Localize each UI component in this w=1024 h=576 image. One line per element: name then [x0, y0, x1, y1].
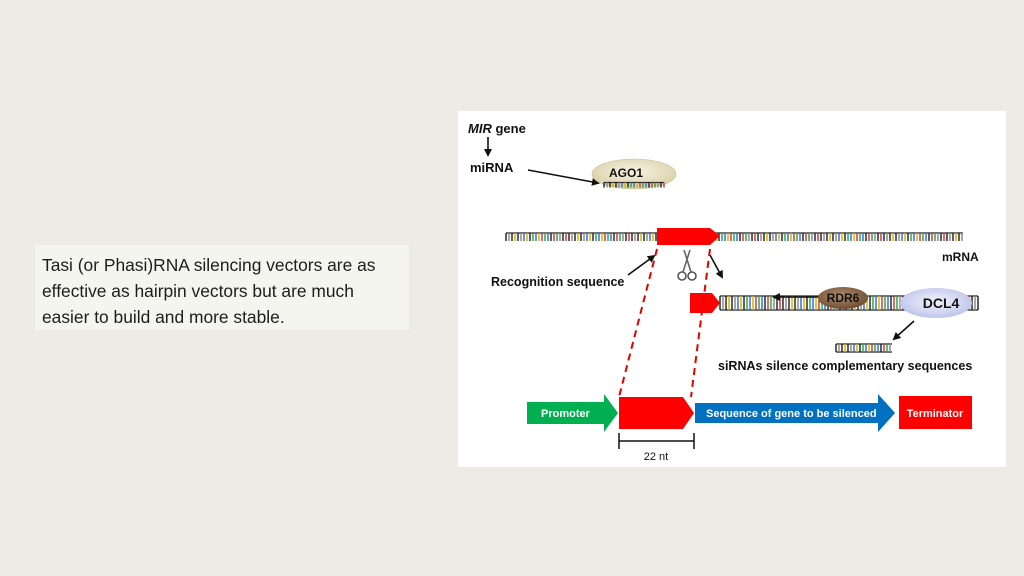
promoter-label: Promoter	[541, 408, 591, 420]
recognition-arrow	[627, 254, 656, 276]
rdr6-enzyme	[818, 287, 868, 309]
dcl4-to-sirna-arrow	[892, 320, 915, 341]
dcl4-enzyme	[900, 288, 972, 318]
length-label: 22 nt	[644, 451, 668, 463]
terminator-box	[899, 396, 972, 429]
cleaved-red-fragment	[690, 293, 720, 313]
mirna-label: miRNA	[470, 160, 514, 175]
slide-text-box: Tasi (or Phasi)RNA silencing vectors are…	[35, 245, 409, 330]
mir-gene-rest: gene	[492, 121, 526, 136]
gene-sequence-label: Sequence of gene to be silenced	[706, 408, 877, 420]
mir-gene-italic: MIR	[468, 121, 492, 136]
terminator-label: Terminator	[907, 408, 964, 420]
mir-gene-label: MIR gene	[468, 121, 526, 136]
rdr6-label: RDR6	[827, 291, 860, 305]
sirna-label: siRNAs silence complementary sequences	[718, 359, 972, 373]
right-dashed-guide	[690, 248, 711, 398]
tasirna-diagram: MIR gene miRNA AGO1 mRNA Recognition seq…	[458, 111, 1006, 467]
sirna-duplex	[835, 343, 892, 353]
left-dashed-guide	[618, 248, 658, 398]
mrna-label: mRNA	[942, 250, 979, 264]
mirna-to-ago1-arrow	[527, 169, 600, 186]
gene-sequence-arrow	[695, 394, 895, 432]
dcl4-label: DCL4	[923, 295, 960, 311]
ago1-complex	[591, 158, 677, 190]
recognition-insert-arrow	[619, 397, 694, 429]
promoter-arrow	[527, 394, 618, 432]
ago1-mirna-strand	[603, 181, 665, 188]
diagram-canvas: MIR gene miRNA AGO1 mRNA Recognition seq…	[468, 121, 979, 463]
recognition-site-arrow	[657, 228, 720, 245]
slide-body-text: Tasi (or Phasi)RNA silencing vectors are…	[42, 255, 376, 327]
recognition-sequence-label: Recognition sequence	[491, 275, 624, 289]
scissors-icon	[677, 249, 697, 281]
mrna-strand	[505, 232, 963, 241]
cleavage-arrow	[709, 254, 723, 279]
ago1-label: AGO1	[609, 166, 643, 180]
